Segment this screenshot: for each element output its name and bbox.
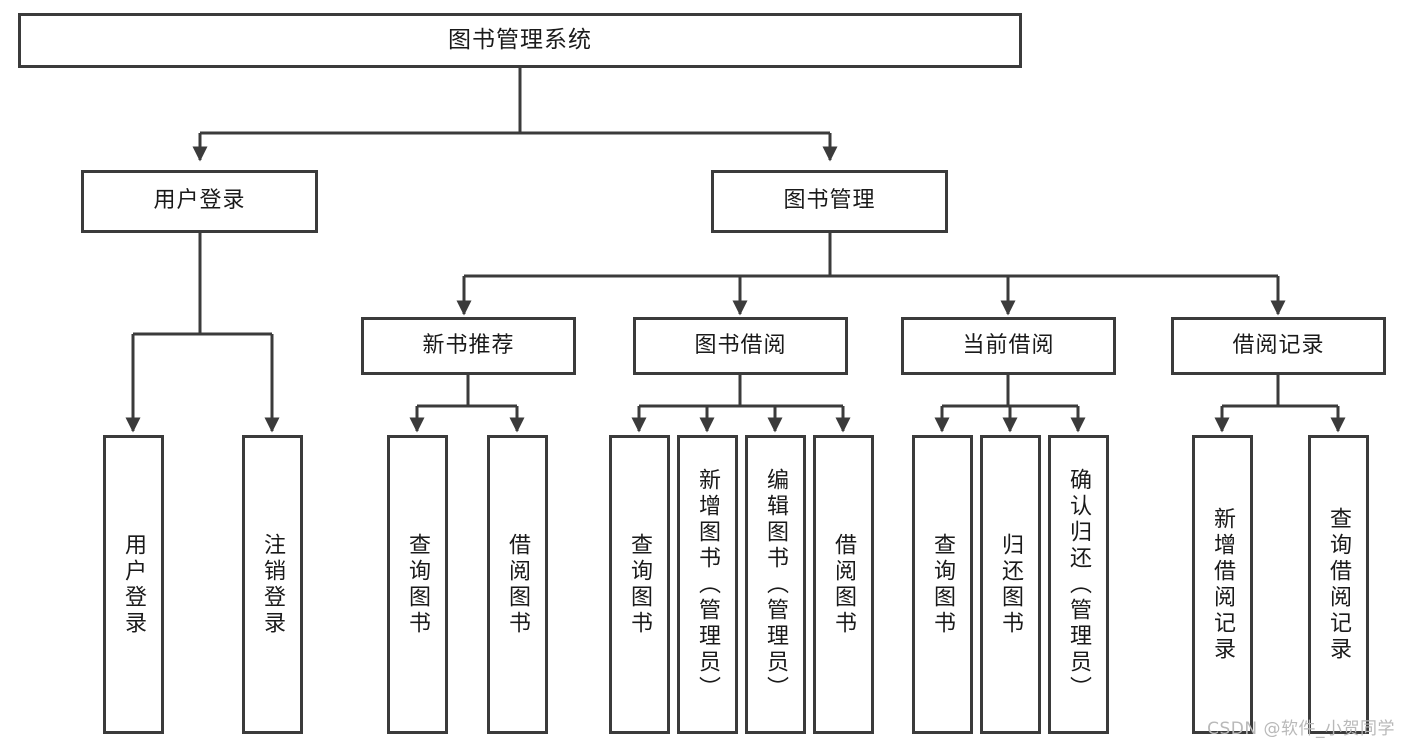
leaf-book-borrow-add-book-admin[interactable]: 新增图书（管理员） [677, 435, 738, 734]
node-label: 新增借阅记录 [1210, 506, 1236, 663]
node-label: 用户登录 [121, 532, 147, 637]
leaf-borrow-record-query-record[interactable]: 查询借阅记录 [1308, 435, 1369, 734]
node-current-borrow[interactable]: 当前借阅 [901, 317, 1116, 375]
leaf-book-borrow-query-book[interactable]: 查询图书 [609, 435, 670, 734]
node-new-book-recommend[interactable]: 新书推荐 [361, 317, 576, 375]
node-label: 借阅记录 [1232, 332, 1325, 358]
node-label: 当前借阅 [962, 332, 1055, 358]
node-book-management[interactable]: 图书管理 [711, 170, 948, 233]
node-label: 新书推荐 [422, 332, 515, 358]
node-label: 查询图书 [405, 532, 431, 637]
node-label: 用户登录 [153, 188, 246, 214]
node-borrow-record[interactable]: 借阅记录 [1171, 317, 1386, 375]
leaf-user-login-signout[interactable]: 注销登录 [242, 435, 303, 734]
node-user-login[interactable]: 用户登录 [81, 170, 318, 233]
leaf-book-borrow-borrow-book[interactable]: 借阅图书 [813, 435, 874, 734]
node-label: 查询借阅记录 [1326, 506, 1352, 663]
csdn-watermark: CSDN @软件_小贺同学 [1207, 719, 1395, 739]
leaf-new-book-query-book[interactable]: 查询图书 [387, 435, 448, 734]
node-label: 编辑图书（管理员） [763, 467, 789, 702]
leaf-current-borrow-query-book[interactable]: 查询图书 [912, 435, 973, 734]
node-book-borrow[interactable]: 图书借阅 [633, 317, 848, 375]
node-label: 借阅图书 [831, 532, 857, 637]
node-label: 归还图书 [998, 532, 1024, 637]
leaf-current-borrow-return-book[interactable]: 归还图书 [980, 435, 1041, 734]
leaf-new-book-borrow-book[interactable]: 借阅图书 [487, 435, 548, 734]
node-label: 查询图书 [930, 532, 956, 637]
node-label: 新增图书（管理员） [695, 467, 721, 702]
leaf-current-borrow-confirm-return-admin[interactable]: 确认归还（管理员） [1048, 435, 1109, 734]
node-label: 注销登录 [260, 532, 286, 637]
node-label: 图书借阅 [694, 332, 787, 358]
node-label: 借阅图书 [505, 532, 531, 637]
node-root-book-management-system[interactable]: 图书管理系统 [18, 13, 1022, 68]
leaf-book-borrow-edit-book-admin[interactable]: 编辑图书（管理员） [745, 435, 806, 734]
node-label: 图书管理系统 [448, 26, 592, 53]
node-label: 查询图书 [627, 532, 653, 637]
node-label: 图书管理 [783, 188, 876, 214]
node-label: 确认归还（管理员） [1066, 467, 1092, 702]
leaf-borrow-record-add-record[interactable]: 新增借阅记录 [1192, 435, 1253, 734]
leaf-user-login-signin[interactable]: 用户登录 [103, 435, 164, 734]
